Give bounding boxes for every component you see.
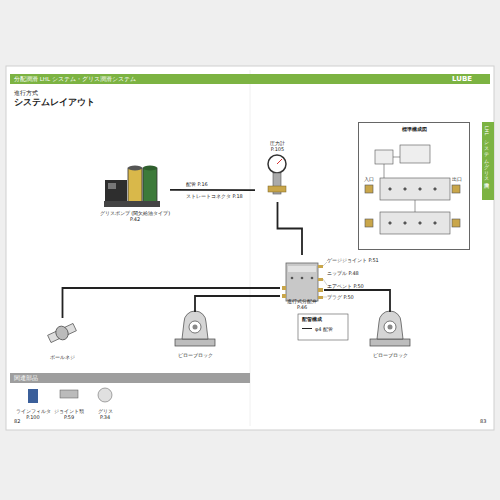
part-name: 圧力計 bbox=[270, 140, 285, 146]
page-ref: P.34 bbox=[100, 414, 110, 420]
callout-label: 配管構成 bbox=[302, 316, 322, 322]
ball-screw bbox=[46, 321, 77, 346]
grease-pump bbox=[104, 166, 160, 208]
callout-label: 出口 bbox=[452, 176, 462, 182]
side-tab bbox=[482, 122, 494, 200]
callout-label: LUBE bbox=[452, 75, 472, 83]
page-ref: P.46 bbox=[297, 304, 307, 310]
pipe-line bbox=[63, 288, 281, 318]
part-node: グリスP.34 bbox=[90, 386, 120, 420]
pipe-line bbox=[170, 189, 255, 191]
distributor-block bbox=[282, 263, 323, 301]
part-name: ピローブロック bbox=[178, 352, 213, 358]
leader-line bbox=[323, 262, 327, 266]
part-name: 進行式分配弁 bbox=[287, 298, 317, 304]
header-band bbox=[10, 74, 490, 84]
part-name: 標準構成図 bbox=[402, 126, 427, 132]
part-name: ボールネジ bbox=[50, 354, 75, 360]
part-name: ジョイント類 bbox=[54, 408, 84, 414]
callout-label: エアベント P.50 bbox=[327, 283, 364, 289]
part-node: ラインフィルタP.100 bbox=[18, 386, 48, 420]
callout-label: ニップル P.48 bbox=[327, 270, 359, 276]
distributor-node: 進行式分配弁P.46 bbox=[280, 255, 324, 310]
leader-line bbox=[323, 297, 327, 298]
part-node: ジョイント類P.59 bbox=[54, 386, 84, 420]
part-name: グリスポンプ (間欠給油タイプ) bbox=[100, 210, 171, 216]
inset-detail bbox=[365, 145, 460, 234]
legend-line-sample bbox=[302, 328, 312, 329]
leader-line bbox=[323, 279, 327, 285]
ballscrew-node: ボールネジ bbox=[35, 318, 90, 360]
related-band bbox=[10, 373, 250, 383]
page-gutter bbox=[250, 70, 251, 426]
pillow-block bbox=[175, 311, 215, 346]
callout-label: 83 bbox=[480, 418, 486, 424]
pipe-line bbox=[278, 202, 303, 255]
callout-label: 82 bbox=[14, 418, 20, 424]
part-name: ラインフィルタ bbox=[16, 408, 51, 414]
pillow-node: ピローブロック bbox=[165, 312, 225, 358]
callout-label: 入口 bbox=[364, 176, 374, 182]
legend-text: φ4 配管 bbox=[315, 326, 333, 332]
part-name: ピローブロック bbox=[373, 352, 408, 358]
callout-label: 配管 P.16 bbox=[186, 181, 208, 187]
callout-label: 分配潤滑 LHL システム・グリス潤滑システム bbox=[14, 76, 136, 82]
callout-label: 関連部品 bbox=[14, 375, 38, 381]
gauge-node: 圧力計P.105 bbox=[255, 140, 300, 202]
pipe-line bbox=[195, 296, 280, 312]
callout-label: プラグ P.50 bbox=[327, 294, 354, 300]
page-sheet bbox=[6, 66, 494, 430]
part-name: グリス bbox=[98, 408, 113, 414]
page-title: システムレイアウト bbox=[14, 97, 95, 108]
pillow-node: ピローブロック bbox=[360, 312, 420, 358]
callout-label: 進行方式 bbox=[14, 90, 38, 96]
callout-label: ストレートコネクタ P.18 bbox=[186, 193, 243, 199]
page-ref: P.42 bbox=[130, 216, 140, 222]
inset-box: 標準構成図 bbox=[358, 122, 470, 250]
page-ref: P.105 bbox=[271, 146, 284, 152]
page-ref: P.100 bbox=[26, 414, 39, 420]
callout-label: ゲージジョイント P.51 bbox=[327, 257, 379, 263]
pipe-line bbox=[324, 290, 390, 312]
pump-node: グリスポンプ (間欠給油タイプ)P.42 bbox=[100, 160, 170, 222]
pillow-block bbox=[370, 311, 410, 346]
related-part-art bbox=[28, 388, 112, 403]
pressure-gauge bbox=[268, 155, 286, 194]
legend-frame bbox=[298, 314, 348, 340]
callout-label: LHL システム・グリス潤滑 bbox=[484, 126, 490, 179]
page-ref: P.59 bbox=[64, 414, 74, 420]
